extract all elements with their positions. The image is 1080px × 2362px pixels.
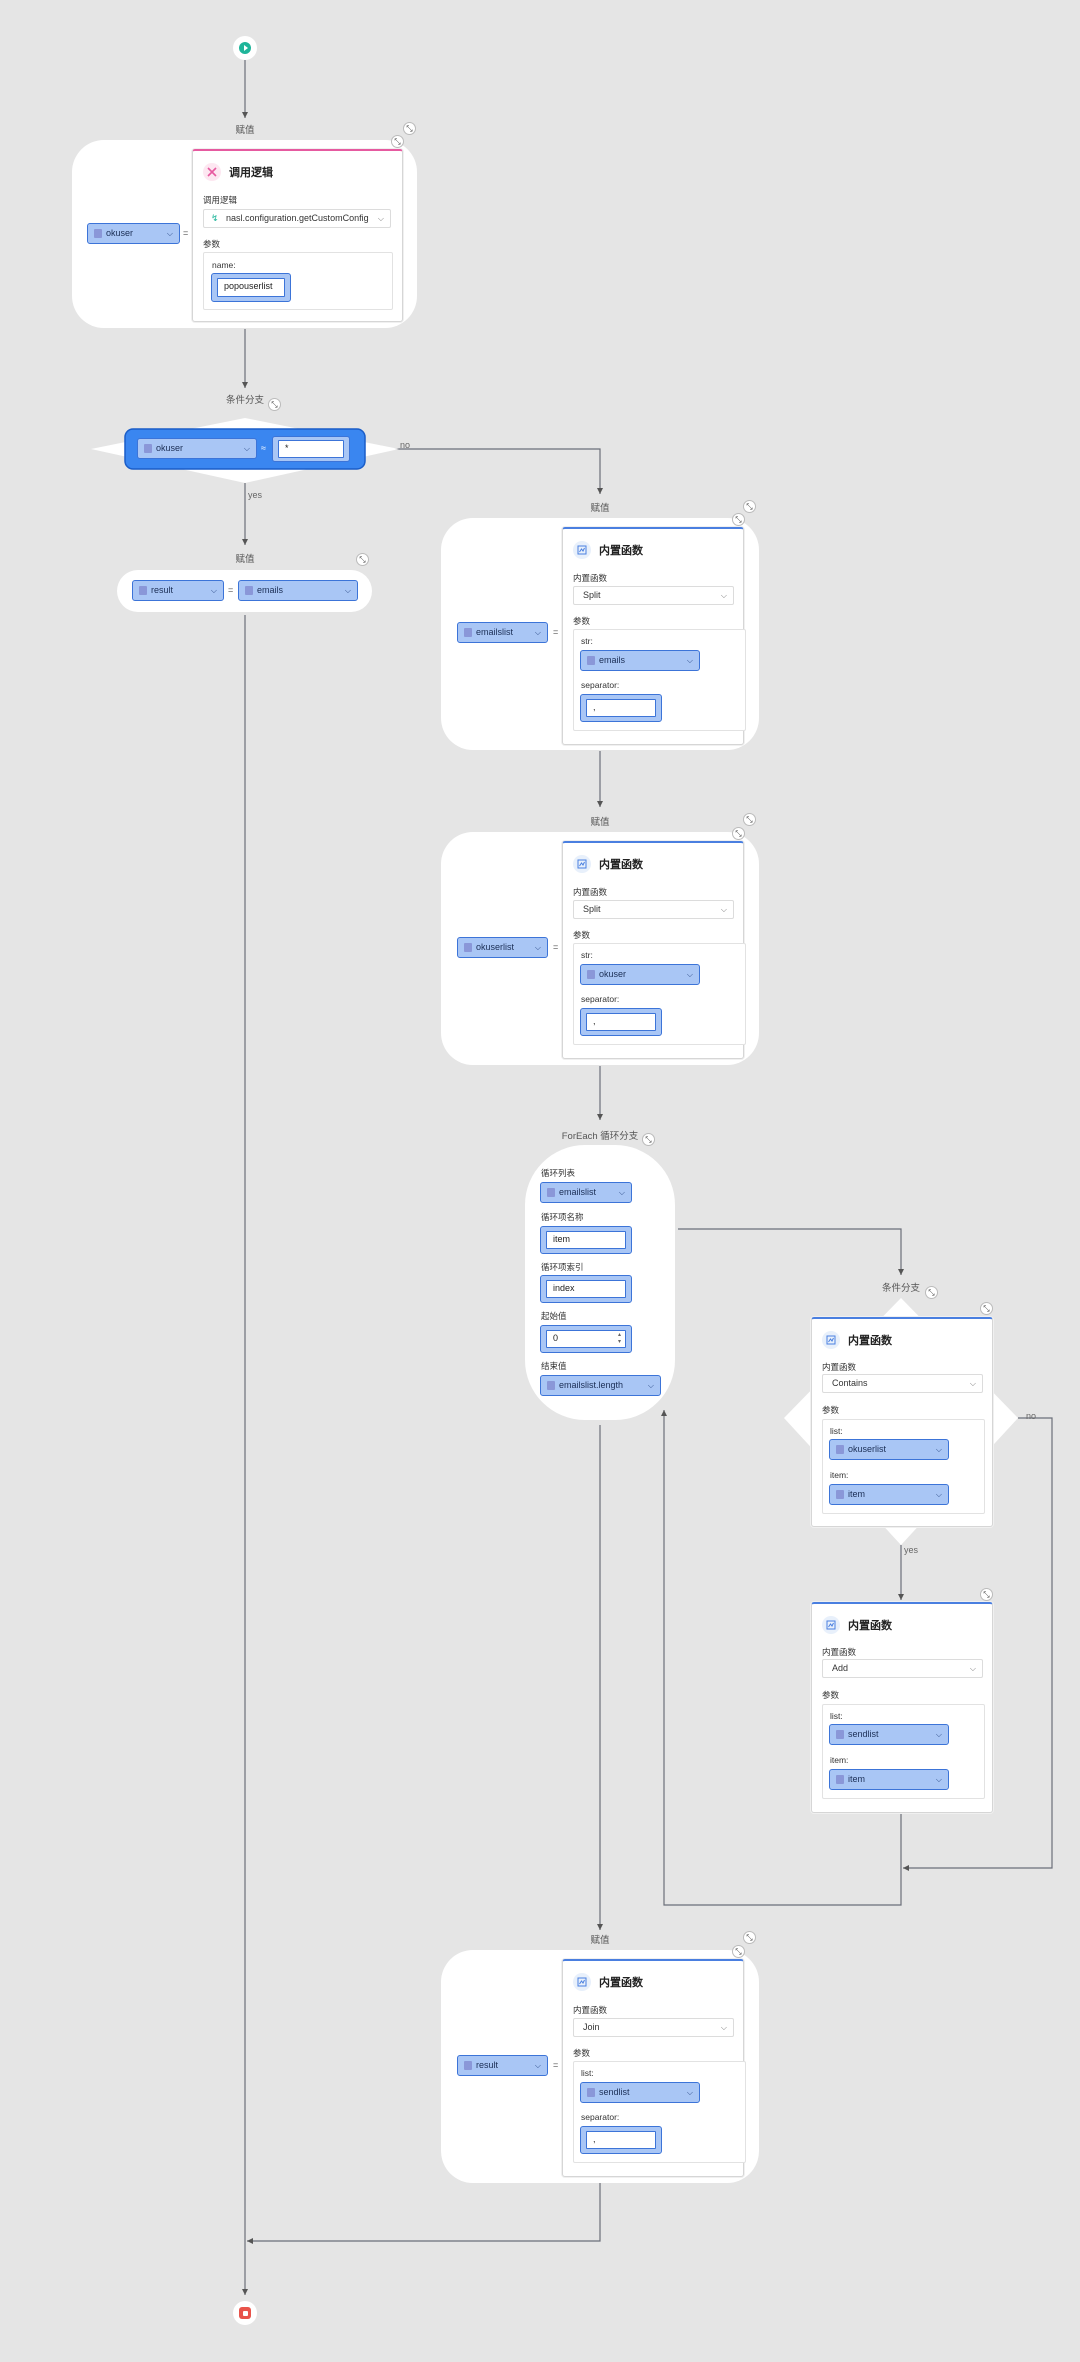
stop-icon bbox=[239, 2307, 251, 2319]
collapse-icon[interactable]: ⤡ bbox=[391, 135, 404, 148]
assign-label: 赋值 bbox=[235, 554, 255, 565]
if-label: 条件分支 bbox=[881, 1283, 921, 1294]
if-left-variable[interactable]: okuser⌵ bbox=[137, 438, 257, 459]
if-label: 条件分支 bbox=[225, 395, 265, 406]
item-argument[interactable]: item⌵ bbox=[829, 1484, 949, 1505]
edge-cond-no bbox=[903, 1417, 1053, 1871]
builtin-function-card[interactable]: 内置函数 内置函数 Split⌵ 参数 str: okuser⌵ separat… bbox=[562, 841, 746, 1059]
collapse-icon[interactable]: ⤡ bbox=[268, 398, 281, 411]
assign-label: 赋值 bbox=[235, 125, 255, 136]
if-no-label: no bbox=[400, 440, 411, 450]
param-value-field[interactable]: popouserlist bbox=[211, 273, 291, 302]
separator-argument[interactable]: , bbox=[580, 1008, 662, 1036]
variable-icon bbox=[94, 229, 102, 238]
foreach-item-name[interactable]: item bbox=[540, 1226, 632, 1254]
add-function-card[interactable]: 内置函数 内置函数 Add⌵ 参数 list: sendlist⌵ item: … bbox=[811, 1602, 993, 1813]
collapse-icon[interactable]: ⤡ bbox=[356, 553, 369, 566]
target-variable[interactable]: emailslist⌵ bbox=[457, 622, 548, 643]
play-icon bbox=[239, 42, 251, 54]
foreach-start-value[interactable]: 0▴▾ bbox=[540, 1325, 632, 1353]
collapse-icon[interactable]: ⤡ bbox=[732, 827, 745, 840]
params-box: str: okuser⌵ separator: , bbox=[573, 943, 746, 1045]
separator-argument[interactable]: , bbox=[580, 2126, 662, 2154]
collapse-icon[interactable]: ⤡ bbox=[925, 1286, 938, 1299]
params-box: list: sendlist⌵ item: item⌵ bbox=[822, 1704, 985, 1799]
list-argument[interactable]: okuserlist⌵ bbox=[829, 1439, 949, 1460]
params-box: str: emails⌵ separator: , bbox=[573, 629, 746, 731]
params-label: 参数 bbox=[203, 239, 221, 249]
function-select[interactable]: Add⌵ bbox=[822, 1659, 983, 1678]
edge-if-no bbox=[365, 448, 603, 494]
param-name-label: name: bbox=[212, 260, 236, 270]
params-box: list: sendlist⌵ separator: , bbox=[573, 2061, 746, 2163]
function-icon bbox=[573, 855, 591, 873]
target-variable[interactable]: okuser⌵ bbox=[87, 223, 180, 244]
collapse-icon[interactable]: ⤡ bbox=[980, 1302, 993, 1315]
if-operator: ≈ bbox=[261, 443, 266, 453]
str-argument[interactable]: okuser⌵ bbox=[580, 964, 700, 985]
collapse-icon[interactable]: ⤡ bbox=[743, 1931, 756, 1944]
foreach-label: ForEach 循环分支 bbox=[561, 1131, 639, 1142]
assign-label: 赋值 bbox=[590, 1935, 610, 1946]
function-icon bbox=[822, 1331, 840, 1349]
card-title: 调用逻辑 bbox=[229, 167, 273, 179]
edge-foreach-body bbox=[678, 1228, 904, 1275]
end-node[interactable] bbox=[233, 2301, 257, 2325]
item-argument[interactable]: item⌵ bbox=[829, 1769, 949, 1790]
collapse-icon[interactable]: ⤡ bbox=[980, 1588, 993, 1601]
edge-loop-back bbox=[661, 1410, 902, 1906]
contains-function-card[interactable]: 内置函数 内置函数 Contains⌵ 参数 list: okuserlist⌵… bbox=[811, 1317, 993, 1527]
assign-label: 赋值 bbox=[590, 503, 610, 514]
emails-variable[interactable]: emails⌵ bbox=[238, 580, 358, 601]
str-argument[interactable]: emails⌵ bbox=[580, 650, 700, 671]
separator-argument[interactable]: , bbox=[580, 694, 662, 722]
collapse-icon[interactable]: ⤡ bbox=[642, 1133, 655, 1146]
join-function-card[interactable]: 内置函数 内置函数 Join⌵ 参数 list: sendlist⌵ separ… bbox=[562, 1959, 746, 2177]
list-argument[interactable]: sendlist⌵ bbox=[829, 1724, 949, 1745]
collapse-icon[interactable]: ⤡ bbox=[732, 1945, 745, 1958]
target-variable[interactable]: result⌵ bbox=[457, 2055, 548, 2076]
collapse-icon[interactable]: ⤡ bbox=[743, 500, 756, 513]
logic-icon bbox=[203, 163, 221, 181]
result-variable[interactable]: result⌵ bbox=[132, 580, 224, 601]
logic-select[interactable]: ↯nasl.configuration.getCustomConfig⌵ bbox=[203, 209, 391, 228]
cond-yes-label: yes bbox=[904, 1545, 919, 1555]
if-right-value[interactable]: * bbox=[272, 436, 350, 462]
cond-no-label: no bbox=[1026, 1411, 1037, 1421]
call-logic-card[interactable]: 调用逻辑 调用逻辑 ↯nasl.configuration.getCustomC… bbox=[192, 149, 403, 322]
edge-join-end bbox=[247, 2183, 601, 2244]
foreach-list[interactable]: emailslist⌵ bbox=[540, 1182, 632, 1203]
collapse-icon[interactable]: ⤡ bbox=[403, 122, 416, 135]
function-icon bbox=[573, 1973, 591, 1991]
field-label: 调用逻辑 bbox=[203, 195, 238, 205]
collapse-icon[interactable]: ⤡ bbox=[732, 513, 745, 526]
list-argument[interactable]: sendlist⌵ bbox=[580, 2082, 700, 2103]
foreach-end-value[interactable]: emailslist.length⌵ bbox=[540, 1375, 661, 1396]
start-node[interactable] bbox=[233, 36, 257, 60]
function-icon: ↯ bbox=[211, 213, 219, 223]
function-select[interactable]: Contains⌵ bbox=[822, 1374, 983, 1393]
function-select[interactable]: Join⌵ bbox=[573, 2018, 734, 2037]
stepper-icon[interactable]: ▴▾ bbox=[617, 1332, 621, 1345]
function-select[interactable]: Split⌵ bbox=[573, 586, 734, 605]
function-icon bbox=[822, 1616, 840, 1634]
function-icon bbox=[573, 541, 591, 559]
foreach-index-name[interactable]: index bbox=[540, 1275, 632, 1303]
collapse-icon[interactable]: ⤡ bbox=[743, 813, 756, 826]
assign-label: 赋值 bbox=[590, 817, 610, 828]
params-box: list: okuserlist⌵ item: item⌵ bbox=[822, 1419, 985, 1514]
params-box: name: popouserlist bbox=[203, 252, 393, 310]
target-variable[interactable]: okuserlist⌵ bbox=[457, 937, 548, 958]
builtin-function-card[interactable]: 内置函数 内置函数 Split⌵ 参数 str: emails⌵ separat… bbox=[562, 527, 746, 745]
if-yes-label: yes bbox=[248, 490, 263, 500]
function-select[interactable]: Split⌵ bbox=[573, 900, 734, 919]
